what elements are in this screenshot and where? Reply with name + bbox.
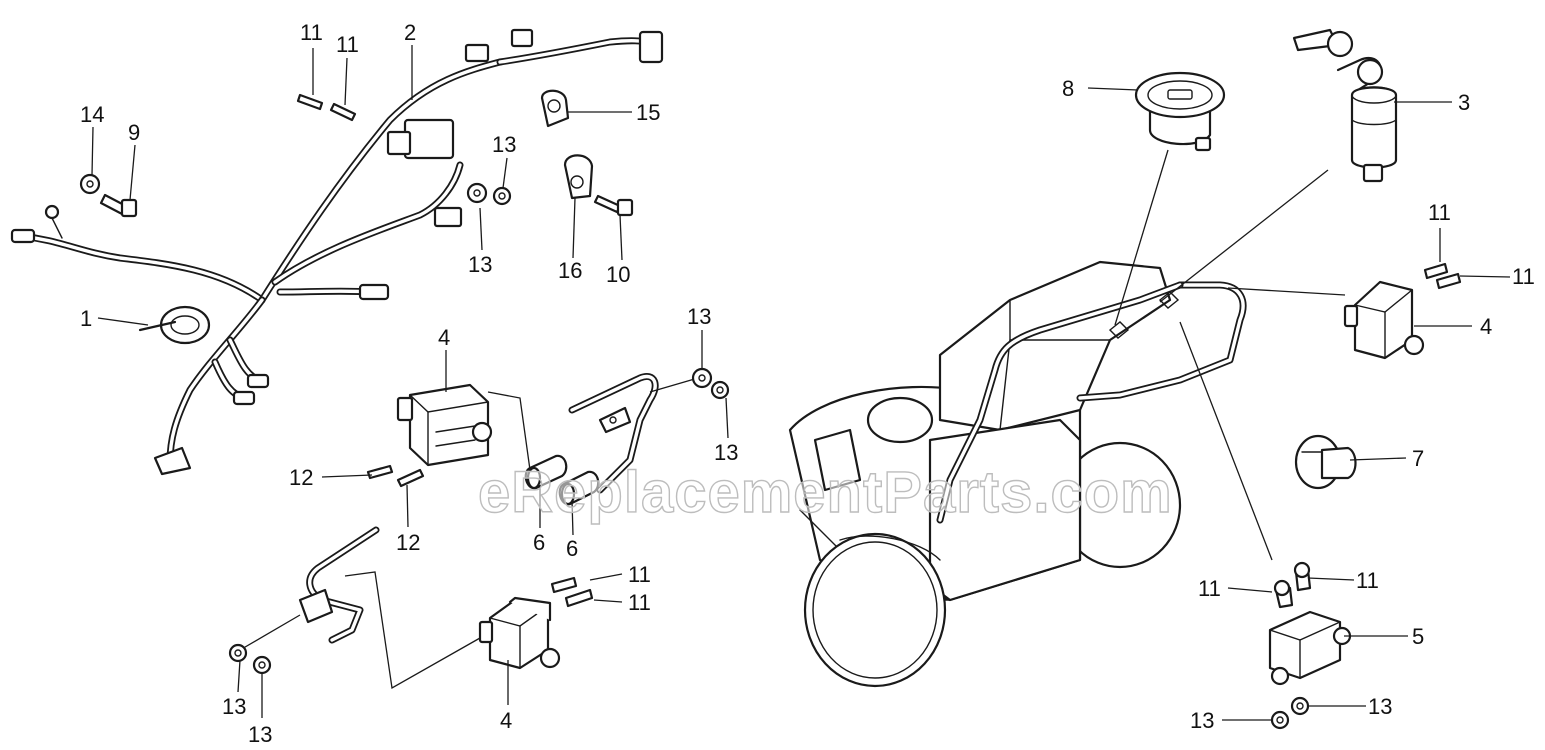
harness-clips — [540, 89, 634, 217]
callout-11: 11 — [1428, 200, 1451, 225]
hour-meter — [1134, 71, 1226, 152]
callout-12: 12 — [289, 465, 313, 490]
mower-handle — [936, 281, 1247, 524]
callout-3: 3 — [1458, 90, 1470, 115]
callout-13: 13 — [222, 694, 246, 719]
switch-right — [1343, 262, 1462, 360]
callout-6: 6 — [566, 536, 578, 561]
switch-center — [396, 383, 493, 467]
bolts-12 — [366, 464, 425, 488]
nut-and-bolt-9-14 — [79, 173, 138, 218]
key-switch — [1292, 28, 1398, 183]
bolts-top-left — [296, 93, 357, 122]
mower-body — [788, 260, 1182, 688]
callout-13: 13 — [1190, 708, 1214, 733]
callouts: 11 11 2 14 9 15 13 13 16 10 1 4 13 13 12… — [80, 20, 1535, 747]
callout-12: 12 — [396, 530, 420, 555]
callout-5: 5 — [1412, 624, 1424, 649]
callout-6: 6 — [533, 530, 545, 555]
callout-13: 13 — [492, 132, 516, 157]
harness-clamp — [138, 305, 211, 345]
callout-9: 9 — [128, 120, 140, 145]
callout-leaders — [91, 45, 1511, 721]
callout-11: 11 — [628, 590, 651, 615]
callout-16: 16 — [558, 258, 582, 283]
callout-2: 2 — [404, 20, 416, 45]
callout-15: 15 — [636, 100, 660, 125]
watermark-text: eReplacementParts.com — [478, 460, 1173, 525]
lower-rod — [228, 526, 481, 690]
callout-14: 14 — [80, 102, 104, 127]
callout-10: 10 — [606, 262, 630, 287]
callout-13: 13 — [248, 722, 272, 747]
callout-4: 4 — [500, 708, 512, 733]
callout-13: 13 — [1368, 694, 1392, 719]
callout-4: 4 — [1480, 314, 1492, 339]
switch-5 — [1268, 561, 1352, 730]
collars-6 — [524, 454, 600, 506]
knob-7 — [1294, 434, 1407, 490]
harness-connectors — [10, 28, 664, 476]
callout-11: 11 — [1512, 264, 1535, 289]
callout-13: 13 — [687, 304, 711, 329]
leaders-right — [1114, 149, 1346, 561]
nuts-mid — [691, 367, 730, 400]
callout-1: 1 — [80, 306, 92, 331]
switch-lower — [478, 596, 561, 670]
callout-4: 4 — [438, 325, 450, 350]
callout-13: 13 — [468, 252, 492, 277]
callout-11: 11 — [300, 20, 323, 45]
bolts-lower-center — [550, 573, 623, 608]
callout-11: 11 — [336, 32, 359, 57]
callout-11: 11 — [1356, 568, 1379, 593]
callout-11: 11 — [1198, 576, 1221, 601]
callout-7: 7 — [1412, 446, 1424, 471]
callout-11: 11 — [628, 562, 651, 587]
callout-13: 13 — [714, 440, 738, 465]
callout-8: 8 — [1062, 76, 1074, 101]
pedal-rod — [487, 373, 699, 494]
nuts-upper — [466, 182, 512, 206]
